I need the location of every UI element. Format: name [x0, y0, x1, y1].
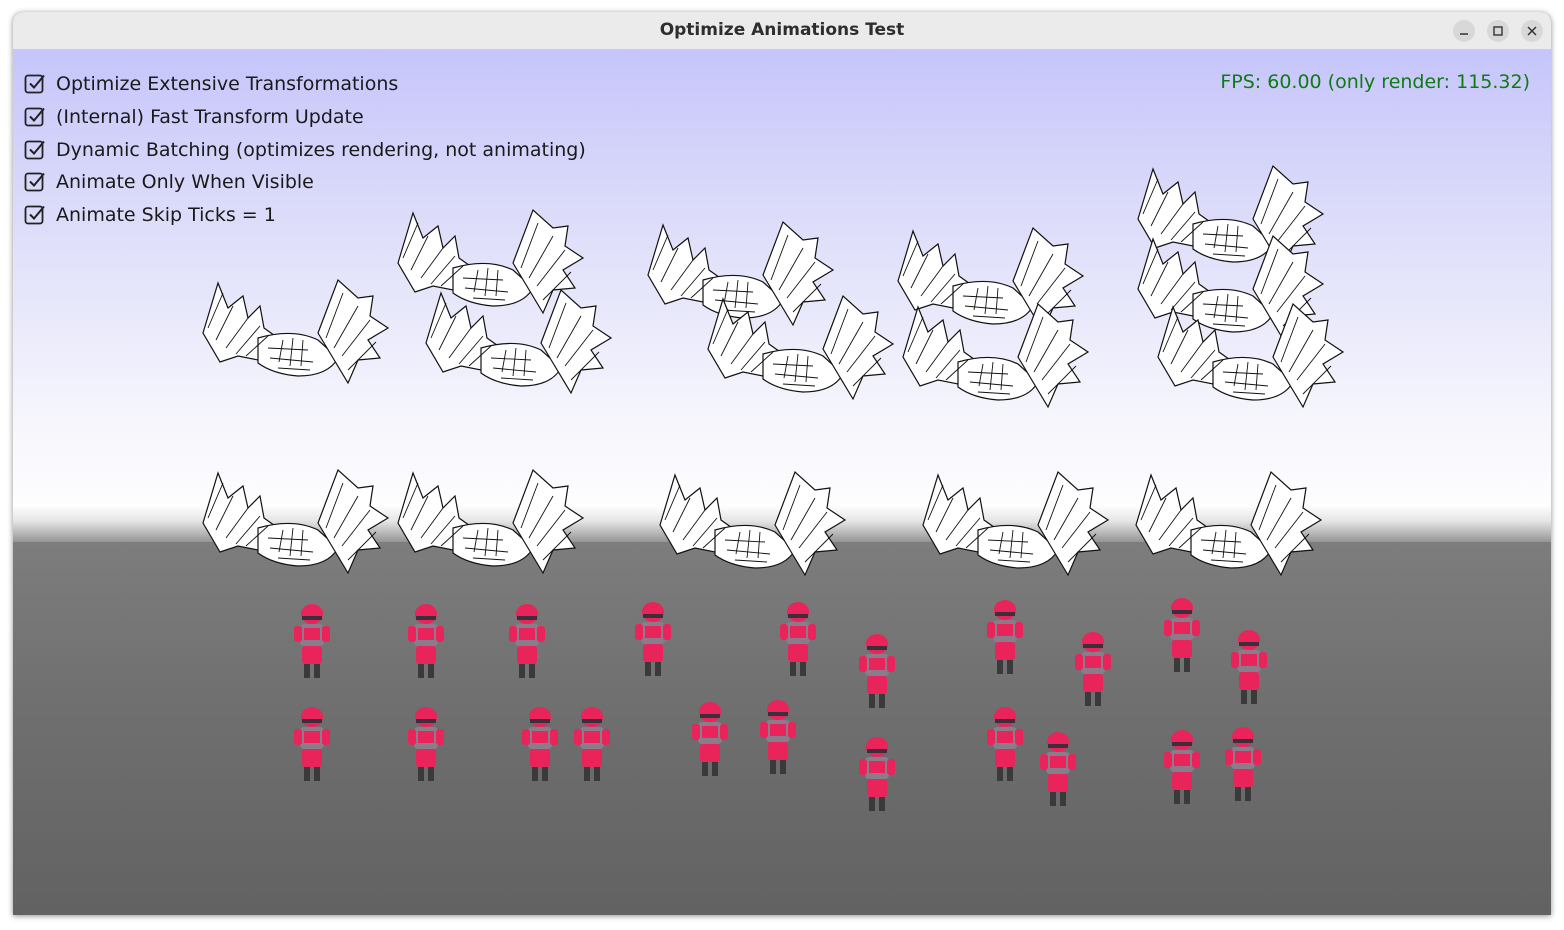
checkbox-checked-icon[interactable]	[23, 138, 47, 162]
checkbox-checked-icon[interactable]	[23, 203, 47, 227]
checkbox-checked-icon[interactable]	[23, 105, 47, 129]
soldier-model	[1227, 628, 1271, 708]
title-bar: Optimize Animations Test	[13, 12, 1551, 50]
checkbox-checked-icon[interactable]	[23, 72, 47, 96]
soldier-model	[688, 700, 732, 780]
bat-model	[1133, 234, 1333, 354]
soldier-model	[404, 705, 448, 785]
soldier-model	[1160, 596, 1204, 676]
bat-model	[1153, 302, 1353, 422]
option-label: Animate Only When Visible	[56, 171, 314, 194]
option-label: Dynamic Batching (optimizes rendering, n…	[56, 138, 586, 161]
soldier-model	[983, 598, 1027, 678]
option-label: Animate Skip Ticks = 1	[56, 204, 276, 227]
close-icon	[1527, 26, 1537, 36]
scene-viewport[interactable]: Optimize Extensive Transformations (Inte…	[13, 50, 1551, 915]
bat-model	[893, 226, 1093, 346]
soldier-model	[983, 705, 1027, 785]
soldier-model	[290, 705, 334, 785]
soldier-model	[1036, 730, 1080, 810]
bat-model	[1131, 470, 1331, 590]
soldier-model	[1221, 725, 1265, 805]
bat-model	[898, 302, 1098, 422]
soldier-model	[1160, 728, 1204, 808]
option-animate-skip-ticks[interactable]: Animate Skip Ticks = 1	[23, 199, 586, 232]
option-label: Optimize Extensive Transformations	[56, 73, 399, 96]
option-animate-only-when-visible[interactable]: Animate Only When Visible	[23, 166, 586, 199]
option-dynamic-batching[interactable]: Dynamic Batching (optimizes rendering, n…	[23, 133, 586, 166]
bat-model	[393, 208, 593, 328]
soldier-model	[776, 600, 820, 680]
bat-model	[198, 278, 398, 398]
soldier-model	[404, 602, 448, 682]
soldier-model	[756, 698, 800, 778]
app-window: Optimize Animations Test	[13, 12, 1551, 915]
close-button[interactable]	[1521, 20, 1543, 42]
soldier-model	[855, 735, 899, 815]
bat-model	[198, 468, 398, 588]
soldier-model	[505, 602, 549, 682]
window-title: Optimize Animations Test	[659, 20, 905, 40]
bat-model	[918, 470, 1118, 590]
soldier-model	[631, 600, 675, 680]
soldier-model	[570, 705, 614, 785]
options-panel: Optimize Extensive Transformations (Inte…	[23, 68, 586, 231]
bat-model	[393, 468, 593, 588]
minimize-button[interactable]	[1453, 20, 1475, 42]
minimize-icon	[1460, 33, 1468, 35]
option-optimize-extensive-transformations[interactable]: Optimize Extensive Transformations	[23, 68, 586, 101]
checkbox-checked-icon[interactable]	[23, 170, 47, 194]
maximize-icon	[1493, 26, 1503, 36]
soldier-model	[290, 602, 334, 682]
maximize-button[interactable]	[1487, 20, 1509, 42]
bat-model	[421, 288, 621, 408]
fps-counter: FPS: 60.00 (only render: 115.32)	[1220, 71, 1530, 93]
soldier-model	[855, 632, 899, 712]
soldier-model	[1071, 630, 1115, 710]
bat-model	[655, 470, 855, 590]
option-label: (Internal) Fast Transform Update	[56, 106, 364, 129]
bat-model	[703, 294, 903, 414]
option-fast-transform-update[interactable]: (Internal) Fast Transform Update	[23, 101, 586, 134]
soldier-model	[518, 705, 562, 785]
